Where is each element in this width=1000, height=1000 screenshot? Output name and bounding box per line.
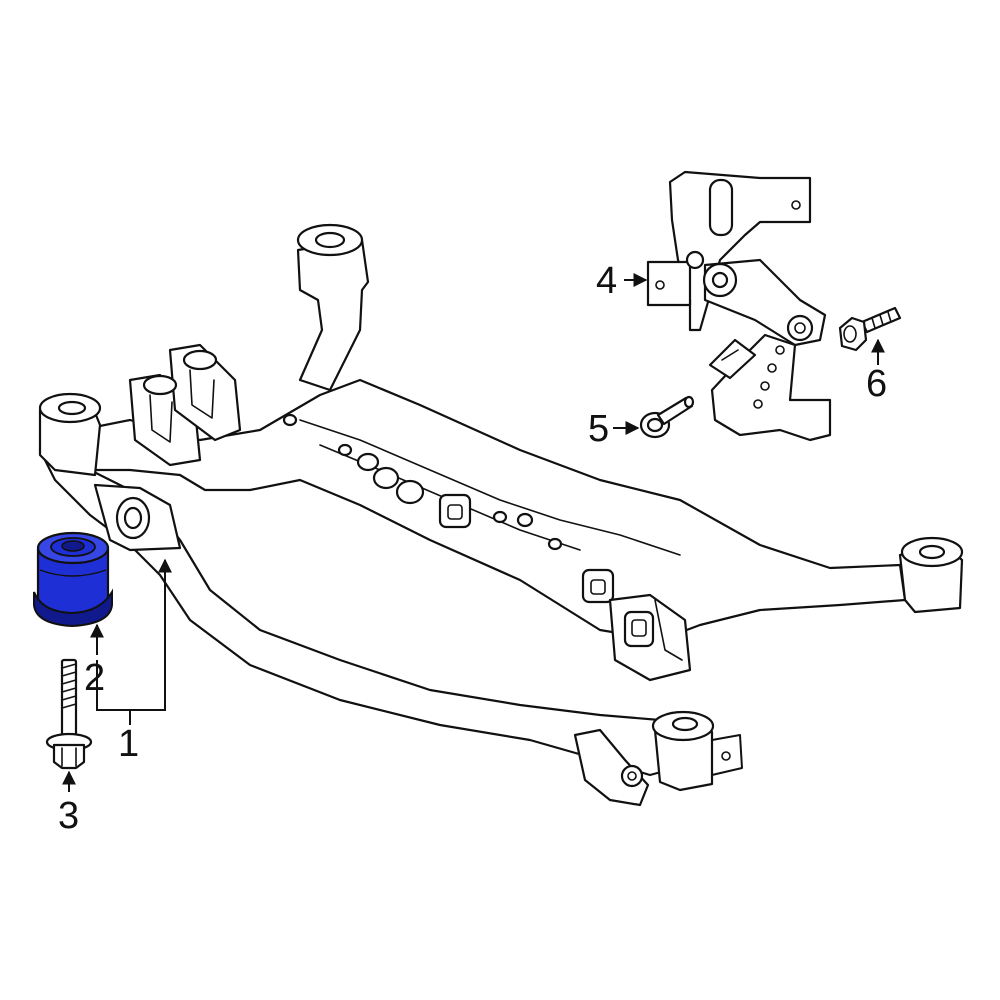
callout-1[interactable]: 1: [118, 723, 139, 765]
sensor-bracket[interactable]: [646, 170, 832, 442]
callout-2[interactable]: 2: [84, 657, 105, 699]
sensor-bolt[interactable]: [838, 306, 902, 352]
callout-5[interactable]: 5: [588, 408, 609, 450]
subframe-assembly[interactable]: [38, 223, 964, 807]
callout-3[interactable]: 3: [58, 795, 79, 837]
subframe-bolt[interactable]: [45, 658, 93, 770]
subframe-bushing[interactable]: [33, 531, 113, 628]
callout-4[interactable]: 4: [596, 260, 617, 302]
callout-6[interactable]: 6: [866, 363, 887, 405]
push-pin[interactable]: [639, 395, 695, 439]
